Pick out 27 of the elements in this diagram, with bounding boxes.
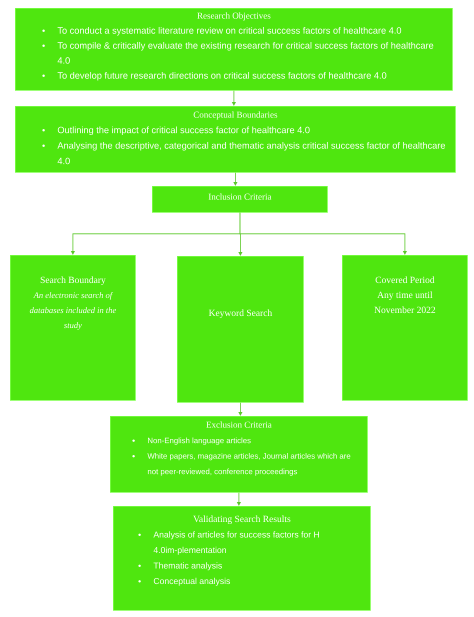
heading: Validating Search Results bbox=[193, 515, 290, 524]
process-box bbox=[177, 256, 304, 403]
bullet-item: Thematic analysis bbox=[154, 562, 222, 570]
process-box bbox=[342, 255, 468, 401]
heading: Search Boundary bbox=[40, 276, 106, 286]
heading: Keyword Search bbox=[208, 309, 272, 318]
process-box bbox=[113, 506, 371, 611]
process-box bbox=[15, 106, 456, 173]
heading: Research Objectives bbox=[197, 12, 270, 21]
process-box bbox=[110, 416, 368, 493]
body-text: Any time until November 2022 bbox=[374, 291, 436, 314]
process-box bbox=[15, 8, 453, 91]
arrow bbox=[240, 212, 408, 255]
bullet-item: To conduct a systematic literature review on critical success factors of healthcare 4.0 bbox=[58, 26, 402, 36]
process-box bbox=[152, 186, 328, 213]
heading: Conceptual Boundaries bbox=[194, 111, 278, 120]
bullet-item: Analysis of articles for success factors for H 4.0im-plementation bbox=[153, 531, 319, 555]
bullet-item: To compile & critically evaluate the existing research for critical success factors of healthcare 4.0 bbox=[58, 42, 434, 64]
bullet-item: Outlining the impact of critical success factor of healthcare 4.0 bbox=[58, 126, 310, 136]
bullet-item: To develop future research directions on critical success factors of healthcare 4.0 bbox=[58, 72, 386, 81]
bullet-item: Analysing the descriptive, categorical and thematic analysis critical success factor of healthcare 4.0 bbox=[57, 142, 446, 164]
heading: Inclusion Criteria bbox=[208, 193, 272, 200]
heading: Covered Period bbox=[376, 276, 434, 284]
body-text: An electronic search of databases included in the study bbox=[30, 292, 116, 330]
process-box bbox=[10, 255, 136, 401]
bullet-item: Conceptual analysis bbox=[154, 578, 230, 586]
heading: Exclusion Criteria bbox=[206, 421, 272, 428]
